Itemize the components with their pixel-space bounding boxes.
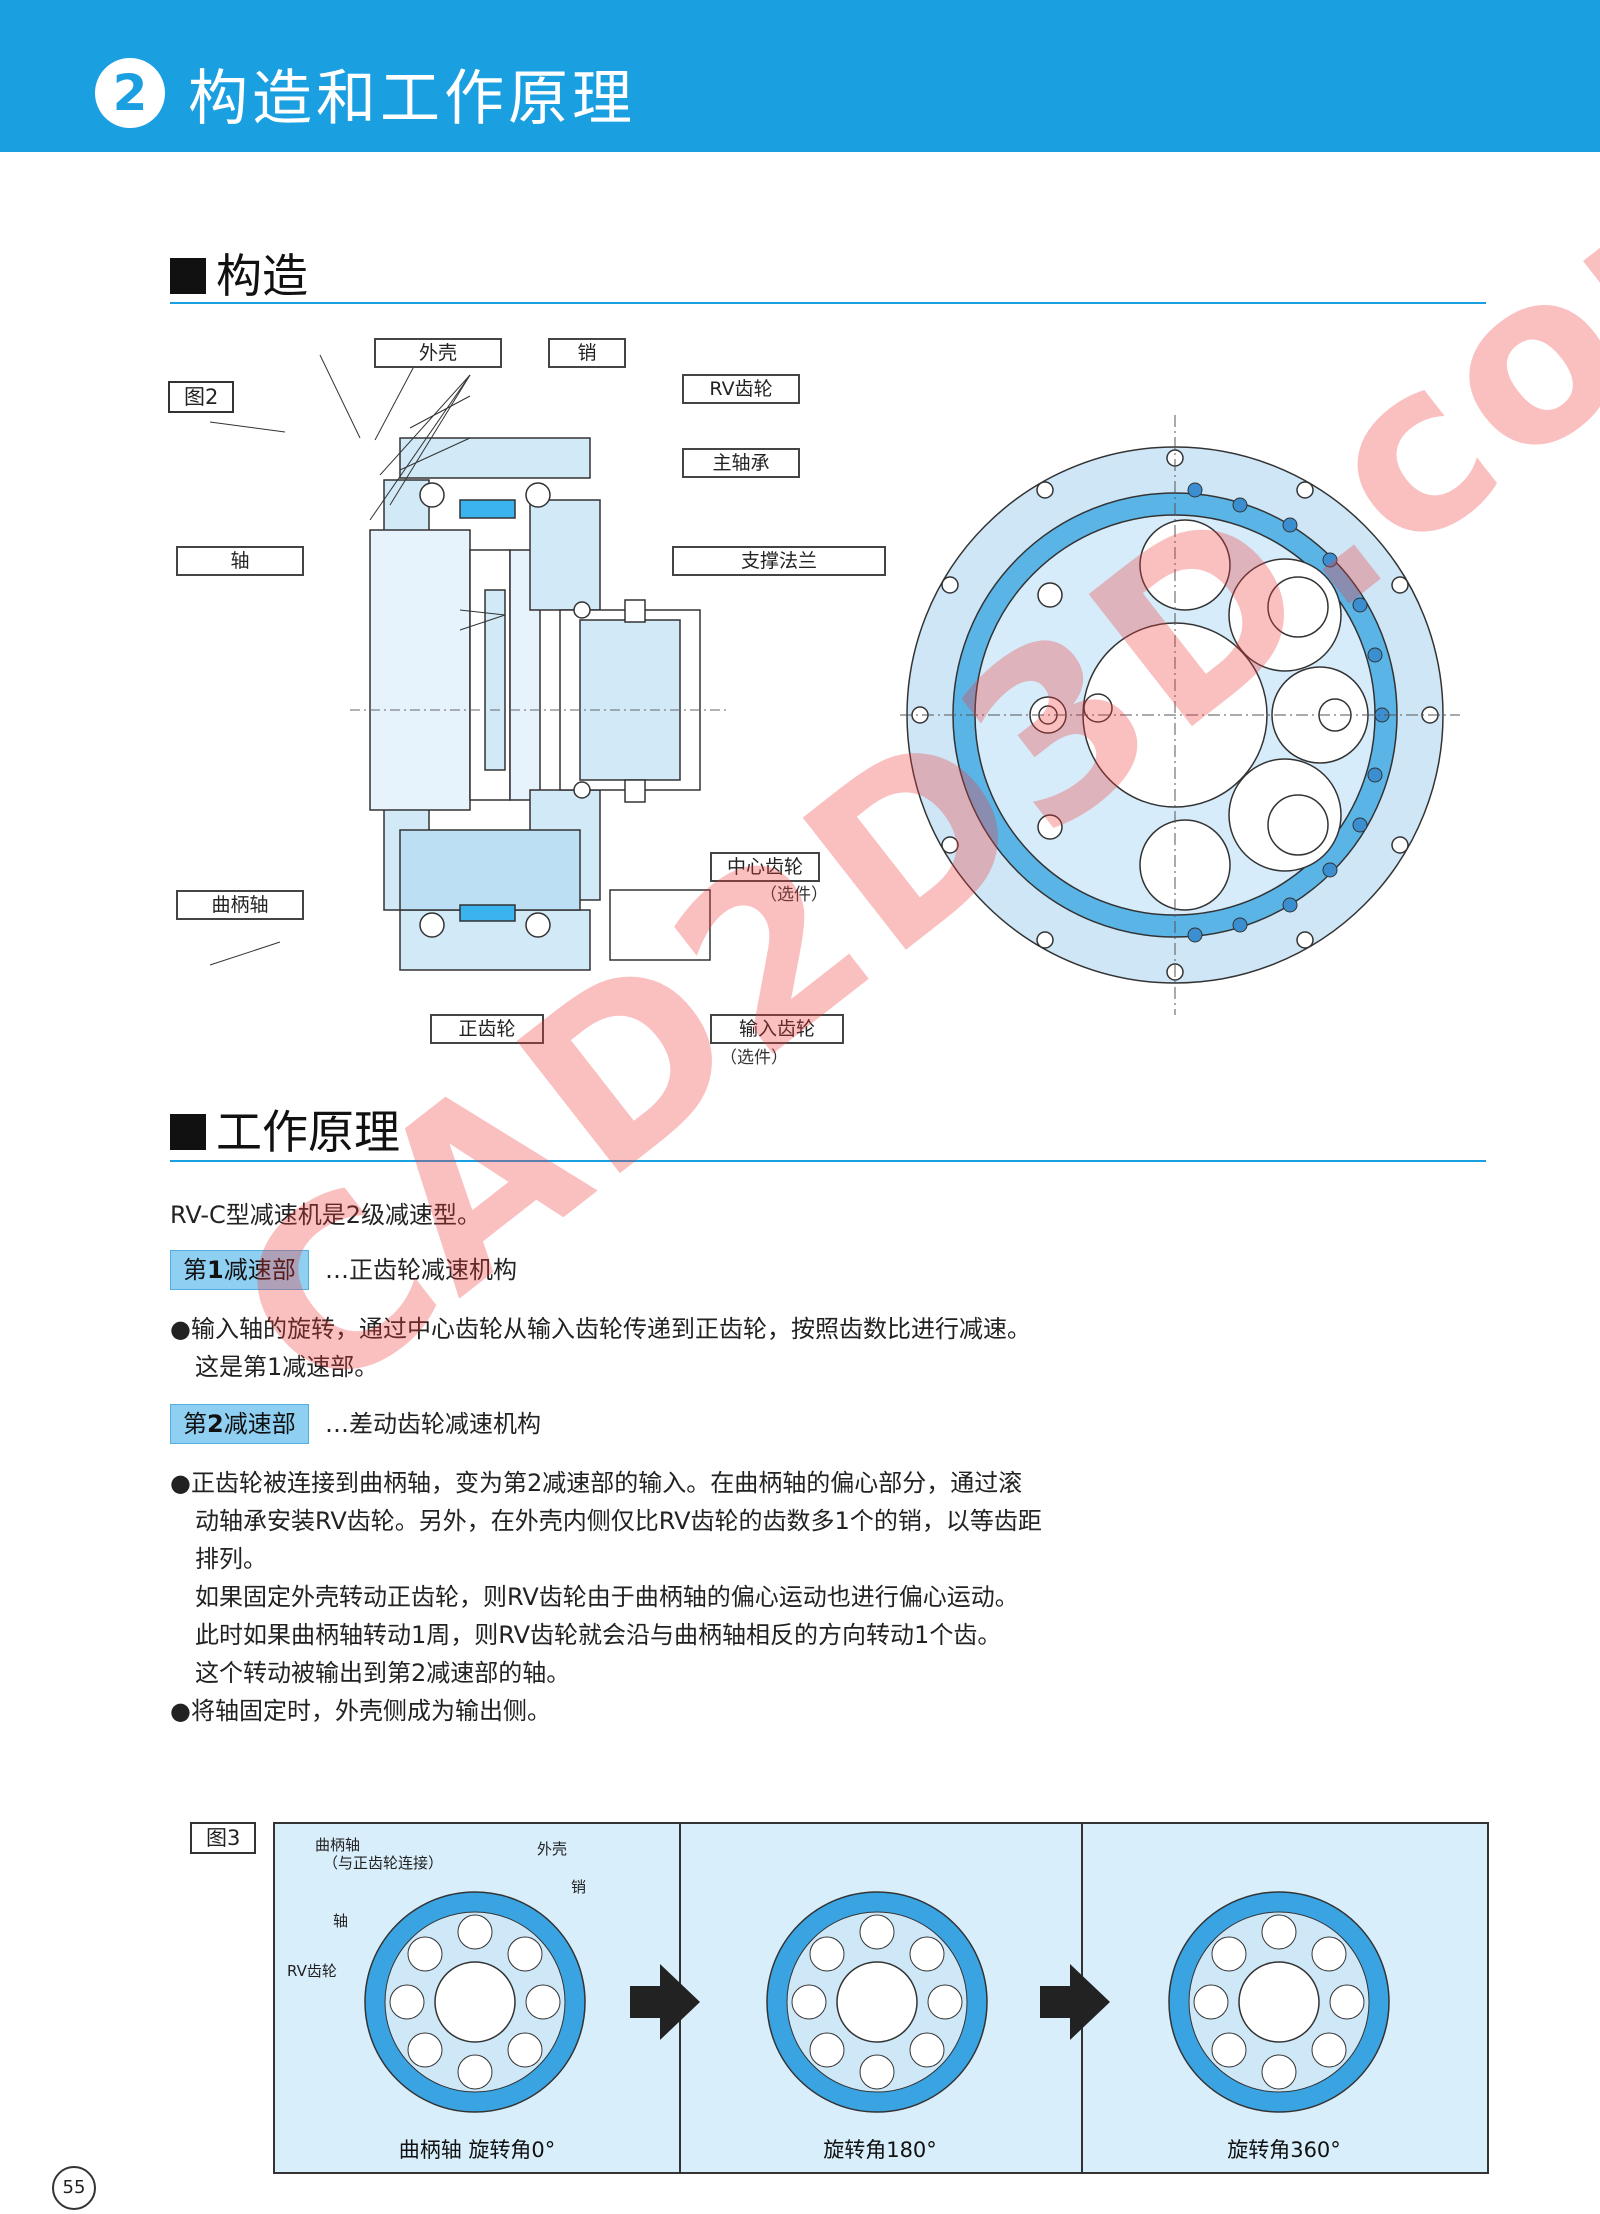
figure3-rotation-diagrams (364, 1891, 1390, 2113)
fig3-label-crankshaft-note: （与正齿轮连接） (323, 1854, 444, 1872)
fig3-label-housing: 外壳 (537, 1840, 568, 1858)
page-title: 构造和工作原理 (188, 64, 636, 134)
stage2-suffix: 减速部 (223, 1410, 296, 1438)
callout-shaft: 轴 (176, 546, 304, 576)
stage2-line: 排列。 (195, 1545, 267, 1573)
callout-spur-gear: 正齿轮 (430, 1014, 544, 1044)
callout-support-flange: 支撑法兰 (672, 546, 886, 576)
callout-main-bearing: 主轴承 (682, 448, 800, 478)
structure-heading: 构造 (170, 240, 308, 306)
input-gear-note: （选件） (720, 1048, 788, 1068)
heading-square-icon (170, 258, 206, 294)
front-view-diagram (900, 415, 1460, 1015)
figure2-label: 图2 (168, 381, 235, 413)
figure3-frame: 曲柄轴 （与正齿轮连接） 外壳 销 轴 RV齿轮 曲柄轴 旋转角0° 旋转角18… (273, 1822, 1489, 2174)
principle-heading-text: 工作原理 (216, 1105, 400, 1159)
stage1-cont: 这是第1减速部。 (195, 1353, 379, 1381)
principle-rule (170, 1160, 1486, 1162)
stage1-num: 1 (207, 1256, 224, 1284)
stage2-line: 动轴承安装RV齿轮。另外，在外壳内侧仅比RV齿轮的齿数多1个的销，以等齿距 (195, 1507, 1042, 1535)
caption-0deg: 曲柄轴 旋转角0° (398, 2138, 556, 2162)
stage2-desc: …差动齿轮减速机构 (325, 1410, 541, 1438)
stage1-badge: 第1减速部 (170, 1250, 309, 1290)
section-number-badge: 2 (95, 58, 165, 128)
fig3-label-rv-gear: RV齿轮 (287, 1962, 337, 1980)
stage1-bullet: ●输入轴的旋转，通过中心齿轮从输入齿轮传递到正齿轮，按照齿数比进行减速。 (170, 1315, 1031, 1343)
intro-text: RV-C型减速机是2级减速型。 (170, 1201, 482, 1229)
stage1-suffix: 减速部 (223, 1256, 296, 1284)
stage1-prefix: 第 (183, 1256, 207, 1284)
callout-rv-gear: RV齿轮 (682, 374, 800, 404)
heading-square-icon (170, 1114, 206, 1150)
callout-input-gear: 输入齿轮 (710, 1014, 844, 1044)
fig3-label-shaft: 轴 (333, 1912, 349, 1930)
principle-heading: 工作原理 (170, 1096, 400, 1162)
center-gear-note: （选件） (760, 885, 828, 905)
callout-center-gear: 中心齿轮 (710, 852, 820, 882)
callout-housing: 外壳 (374, 338, 502, 368)
stage2-bullet: ●正齿轮被连接到曲柄轴，变为第2减速部的输入。在曲柄轴的偏心部分，通过滚 (170, 1469, 1023, 1497)
callout-pin: 销 (548, 338, 626, 368)
structure-heading-text: 构造 (216, 249, 308, 303)
stage1-desc: …正齿轮减速机构 (325, 1256, 517, 1284)
stage2-line: 此时如果曲柄轴转动1周，则RV齿轮就会沿与曲柄轴相反的方向转动1个齿。 (195, 1621, 1002, 1649)
stage2-num: 2 (207, 1410, 224, 1438)
caption-180deg: 旋转角180° (823, 2138, 937, 2162)
fig3-label-crankshaft: 曲柄轴 (315, 1836, 361, 1854)
stage2-badge: 第2减速部 (170, 1404, 309, 1444)
stage2-line: 这个转动被输出到第2减速部的轴。 (195, 1659, 571, 1687)
callout-crankshaft: 曲柄轴 (176, 890, 304, 920)
header-banner: 2 构造和工作原理 (0, 0, 1600, 152)
fig3-label-pin: 销 (571, 1878, 587, 1896)
stage2-prefix: 第 (183, 1410, 207, 1438)
structure-rule (170, 302, 1486, 304)
last-bullet: ●将轴固定时，外壳侧成为输出侧。 (170, 1697, 551, 1725)
page-number: 55 (52, 2166, 96, 2210)
figure3-label: 图3 (190, 1822, 257, 1854)
cross-section-diagram (209, 354, 730, 971)
arrow-right-icon (1040, 1964, 1110, 2040)
stage2-line: 如果固定外壳转动正齿轮，则RV齿轮由于曲柄轴的偏心运动也进行偏心运动。 (195, 1583, 1019, 1611)
caption-360deg: 旋转角360° (1227, 2138, 1341, 2162)
arrow-right-icon (630, 1964, 700, 2040)
